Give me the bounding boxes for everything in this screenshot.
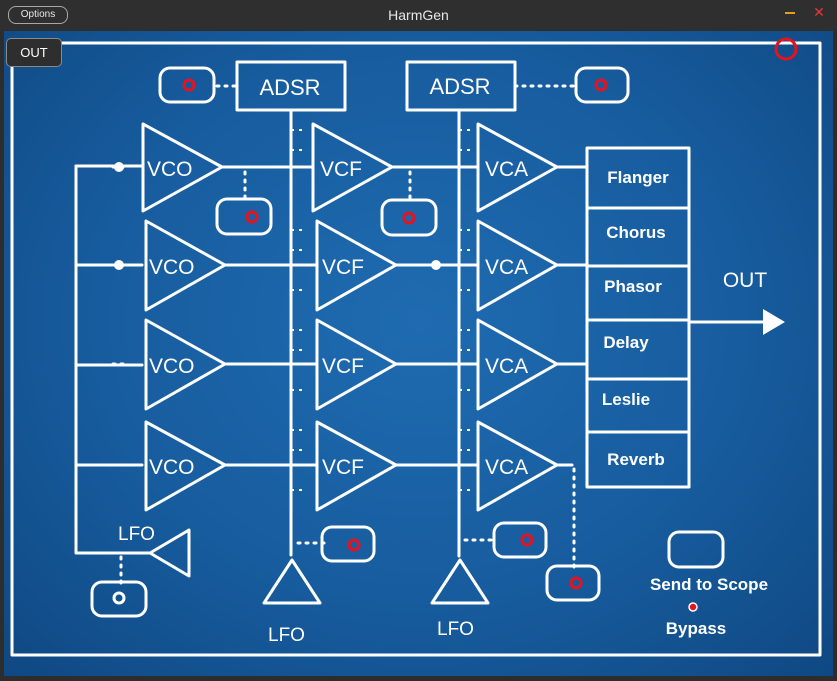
indicator-led: [402, 211, 416, 225]
vcf-filter-toggle[interactable]: [380, 198, 438, 237]
indicator-led: [182, 78, 196, 92]
adsr-left-label: ADSR: [259, 75, 320, 100]
lfo-vco-toggle[interactable]: [90, 580, 148, 618]
options-button[interactable]: Options: [8, 6, 68, 24]
lfo-vco[interactable]: [148, 528, 191, 578]
effect-flanger[interactable]: Flanger: [607, 168, 669, 187]
indicator-led: [347, 538, 361, 552]
vca-1-label: VCA: [485, 158, 528, 181]
vcf-3-label: VCF: [322, 355, 364, 378]
lfo-vca-label: LFO: [437, 619, 474, 640]
vco-2[interactable]: [144, 219, 227, 312]
vcf-4-label: VCF: [322, 456, 364, 479]
indicator-led: [520, 533, 534, 547]
lfo-vcf-toggle[interactable]: [320, 525, 376, 563]
bypass-indicator[interactable]: [688, 602, 698, 612]
effects-rack: [585, 146, 691, 489]
vco-2-label: VCO: [149, 256, 195, 279]
lfo-vco-label: LFO: [118, 524, 155, 545]
effect-chorus[interactable]: Chorus: [606, 223, 666, 242]
lfo-vcf[interactable]: [262, 558, 322, 605]
vcf-2-label: VCF: [322, 256, 364, 279]
adsr-right-label: ADSR: [429, 74, 490, 99]
lfo-vca-toggle[interactable]: [492, 521, 548, 559]
vco-1[interactable]: [141, 122, 224, 213]
lfo-vco-led: [112, 591, 126, 605]
vco-filter-toggle[interactable]: [215, 197, 273, 236]
minimize-icon: [785, 12, 795, 14]
adsr-left-toggle[interactable]: [158, 66, 216, 104]
indicator-led: [594, 78, 608, 92]
reverb-toggle[interactable]: [545, 564, 601, 602]
lfo-vcf-label: LFO: [268, 625, 305, 646]
board-frame: [10, 41, 822, 657]
title-bar: HarmGen Options ✕: [0, 0, 837, 30]
bypass-label: Bypass: [666, 619, 726, 638]
effect-reverb[interactable]: Reverb: [607, 450, 665, 469]
effect-delay[interactable]: Delay: [603, 333, 649, 352]
blueprint-panel: ADSR ADSR VCO VCO VCO VCO VCF VCF VCF VC…: [4, 31, 833, 676]
window-title: HarmGen: [388, 7, 449, 23]
input-bus: [74, 164, 152, 555]
effect-leslie[interactable]: Leslie: [602, 390, 650, 409]
vco-3-label: VCO: [149, 355, 195, 378]
output-label: OUT: [723, 269, 768, 292]
adsr-right-toggle[interactable]: [574, 66, 630, 104]
send-to-scope-label: Send to Scope: [650, 575, 768, 594]
effect-phasor[interactable]: Phasor: [604, 277, 662, 296]
vcf-1-label: VCF: [320, 158, 362, 181]
lfo-vca[interactable]: [430, 558, 490, 605]
out-button[interactable]: OUT: [6, 38, 62, 67]
vco-4[interactable]: [144, 420, 227, 512]
vca-2-label: VCA: [485, 256, 528, 279]
minimize-button[interactable]: [783, 6, 797, 20]
send-to-scope-toggle[interactable]: [667, 530, 725, 569]
vco-1-label: VCO: [147, 158, 193, 181]
status-indicator-icon[interactable]: [774, 37, 798, 61]
close-button[interactable]: ✕: [813, 5, 825, 21]
vca-4-label: VCA: [485, 456, 528, 479]
vca-3-label: VCA: [485, 355, 528, 378]
indicator-led: [569, 576, 583, 590]
indicator-led: [245, 210, 259, 224]
vco-4-label: VCO: [149, 456, 195, 479]
vco-3[interactable]: [144, 318, 227, 411]
